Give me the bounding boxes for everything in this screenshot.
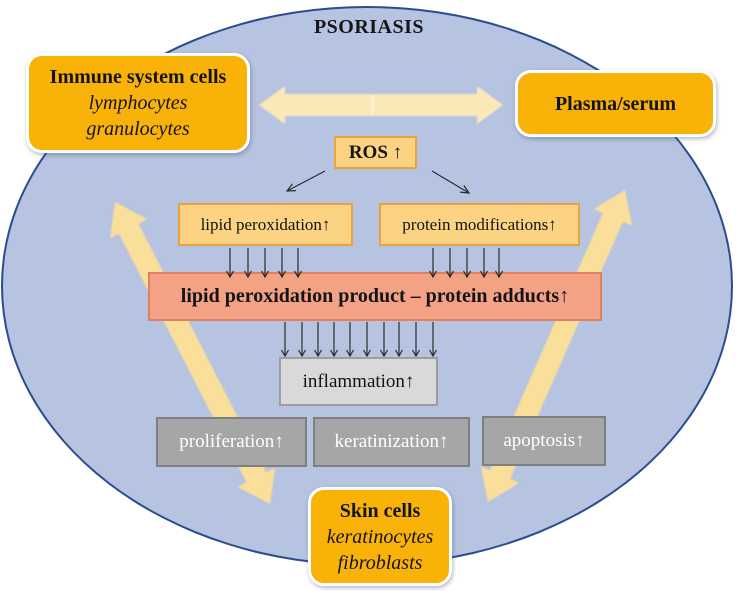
lipid-peroxidation-label: lipid peroxidation↑ [200, 214, 331, 234]
diagram-title: PSORIASIS [313, 16, 425, 38]
adducts-box: lipid peroxidation product – protein add… [148, 272, 602, 321]
lipid-to-adducts-arrows [225, 248, 303, 279]
adducts-label: lipid peroxidation product – protein add… [180, 285, 570, 307]
skin-cells-box: Skin cells keratinocytes fibroblasts [308, 487, 452, 586]
protein-modifications-box: protein modifications↑ [379, 203, 580, 246]
ros-label: ROS ↑ [348, 141, 403, 163]
keratinization-label: keratinization↑ [334, 431, 449, 452]
bidirectional-arrow-immune-plasma [259, 86, 503, 124]
ros-to-protein-arrow [431, 170, 471, 194]
inflammation-label: inflammation↑ [302, 370, 415, 392]
immune-cells-subtitle-lymphocytes: lymphocytes [88, 92, 188, 114]
skin-cells-title: Skin cells [339, 499, 421, 522]
apoptosis-box: apoptosis↑ [482, 416, 606, 466]
lipid-peroxidation-box: lipid peroxidation↑ [178, 203, 353, 246]
inflammation-box: inflammation↑ [279, 357, 438, 406]
apoptosis-label: apoptosis↑ [503, 430, 585, 451]
immune-cells-subtitle-granulocytes: granulocytes [86, 118, 190, 140]
proliferation-label: proliferation↑ [179, 431, 284, 452]
plasma-serum-title: Plasma/serum [554, 92, 677, 115]
protein-modifications-label: protein modifications↑ [402, 214, 557, 234]
immune-cells-box: Immune system cells lymphocytes granuloc… [26, 53, 250, 153]
immune-cells-title: Immune system cells [49, 66, 227, 88]
protein-to-adducts-arrows [428, 248, 504, 279]
proliferation-box: proliferation↑ [156, 417, 307, 467]
skin-cells-subtitle-keratinocytes: keratinocytes [326, 525, 434, 548]
ros-to-lipid-arrow [285, 170, 326, 192]
skin-cells-subtitle-fibroblasts: fibroblasts [337, 551, 423, 574]
keratinization-box: keratinization↑ [313, 417, 470, 467]
adducts-to-inflammation-arrows [280, 322, 438, 358]
ros-box: ROS ↑ [334, 136, 417, 169]
plasma-serum-box: Plasma/serum [515, 70, 716, 137]
